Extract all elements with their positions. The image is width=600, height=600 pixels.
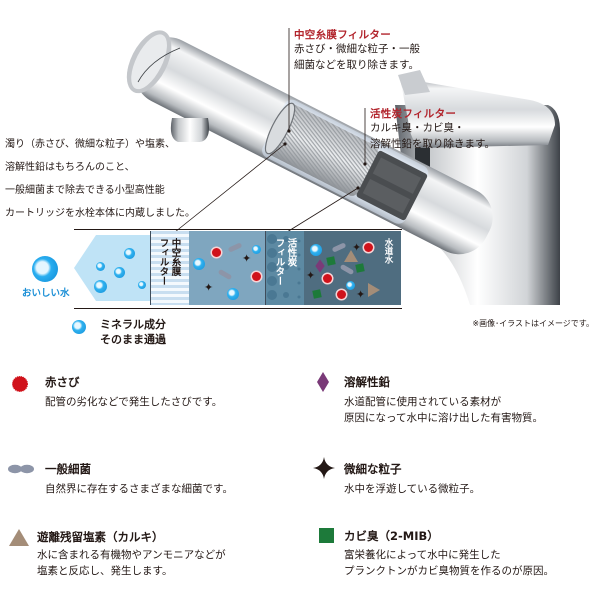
black-star-icon (313, 457, 335, 479)
activated-carbon-filter-title: 活性炭フィルター (370, 108, 457, 120)
activated-carbon-filter-description: カルキ臭・カビ臭・ 溶解性鉛を取り除きます。 (370, 120, 495, 152)
fine-particle-icon: ✦ (306, 269, 316, 282)
description-line: カルキ臭・カビ臭・ (370, 122, 465, 134)
mineral-bubble-icon (124, 248, 135, 259)
intro-line: 一般細菌まで除去できる小型高性能 (5, 185, 165, 196)
legend-description-line: 富栄養化によって水中に発生した (344, 549, 501, 561)
label-column: 活性炭 (285, 238, 297, 267)
mineral-bubble-icon (227, 288, 239, 300)
legend-description: 水道配管に使用されている素材が 原因になって水中に溶け出した有害物質。 (344, 394, 543, 426)
legend-description-line: 水中を浮遊している微粒子。 (344, 483, 481, 495)
mold-odor-square-icon (312, 289, 322, 299)
red-spiky-dot-icon (12, 376, 28, 392)
rust-particle-icon (212, 248, 221, 257)
legend-title: 赤さび (45, 375, 80, 389)
intro-line: 濁り（赤さび、微細な粒子）や塩素、 (5, 139, 175, 150)
tasty-water-drop-icon (32, 256, 58, 282)
mineral-bubble-icon (114, 267, 125, 278)
tap-water-label: 水道水 (383, 238, 393, 264)
legend-description-line: 塩素と反応し、発生します。 (37, 565, 173, 577)
mineral-bubble-icon (72, 320, 86, 334)
label-column: フィルター (157, 238, 169, 286)
image-disclaimer-note: ※画像･イラストはイメージです。 (472, 319, 594, 328)
fine-particle-icon: ✦ (204, 281, 214, 294)
legend-description: 富栄養化によって水中に発生した プランクトンがカビ臭物質を作るのが原因。 (344, 547, 554, 579)
legend-description: 自然界に存在するさまざまな細菌です。 (45, 481, 233, 497)
hollow-fiber-filter-title: 中空糸膜フィルター (294, 29, 391, 41)
legend-title: 一般細菌 (45, 462, 91, 476)
tan-triangle-icon (9, 529, 29, 546)
rust-particle-icon (323, 274, 332, 283)
legend-title: 溶解性鉛 (344, 375, 390, 389)
legend-title: 遊離残留塩素（カルキ） (37, 530, 164, 544)
mineral-label-line: ミネラル成分 (100, 318, 166, 331)
fine-particle-icon: ✦ (352, 241, 362, 254)
mineral-bubble-icon (96, 262, 105, 271)
chlorine-triangle-icon (368, 283, 380, 297)
gray-capsule-icon (8, 464, 34, 474)
mineral-label-line: そのまま通過 (100, 333, 166, 346)
mineral-bubble-icon (94, 280, 107, 293)
chlorine-triangle-icon (344, 250, 358, 262)
tasty-water-label: おいしい水 (22, 288, 70, 299)
legend-description-line: プランクトンがカビ臭物質を作るのが原因。 (344, 565, 554, 577)
intro-paragraph: 濁り（赤さび、微細な粒子）や塩素、 溶解性鉛はもちろんのこと、 一般細菌まで除去… (5, 133, 195, 225)
legend-description: 配管の劣化などで発生したさびです。 (45, 394, 222, 410)
faucet-illustration (126, 28, 560, 305)
intro-line: 溶解性鉛はもちろんのこと、 (5, 162, 135, 173)
green-square-icon (319, 528, 334, 543)
rust-particle-icon (364, 243, 373, 252)
legend-description-line: 自然界に存在するさまざまな細菌です。 (45, 483, 233, 495)
legend-description-line: 水に含まれる有機物やアンモニアなどが (37, 549, 226, 561)
fine-particle-icon: ✦ (356, 288, 366, 301)
legend-description-line: 水道配管に使用されている素材が (344, 396, 502, 408)
mineral-bubble-icon (252, 245, 261, 254)
purple-diamond-icon (317, 372, 329, 392)
hollow-fiber-filter-stage (150, 231, 190, 305)
description-line: 細菌などを取り除きます。 (294, 59, 419, 71)
legend-title: 微細な粒子 (344, 462, 402, 476)
label-column: 中空糸膜 (169, 238, 181, 276)
legend-description: 水に含まれる有機物やアンモニアなどが 塩素と反応し、発生します。 (37, 547, 226, 579)
legend-description-line: 原因になって水中に溶け出した有害物質。 (344, 412, 543, 424)
legend-description-line: 配管の劣化などで発生したさびです。 (45, 396, 223, 408)
mineral-bubble-icon (346, 281, 355, 290)
label-column: フィルター (273, 238, 285, 286)
activated-carbon-filter-stage (265, 231, 305, 305)
mineral-bubble-icon (310, 244, 322, 256)
activated-carbon-filter-label: フィルター 活性炭 (266, 238, 304, 286)
mineral-bubble-icon (138, 281, 146, 289)
mineral-pass-through-label: ミネラル成分 そのまま通過 (100, 317, 166, 347)
rust-particle-icon (252, 272, 261, 281)
hollow-fiber-filter-label: フィルター 中空糸膜 (150, 238, 188, 286)
hollow-fiber-filter-description: 赤さび・微細な粒子・一般 細菌などを取り除きます。 (294, 41, 420, 73)
mold-odor-square-icon (355, 263, 365, 273)
carbon-granules (267, 234, 301, 300)
fine-particle-icon: ✦ (242, 252, 252, 265)
clean-water-arrow (74, 235, 152, 301)
mold-odor-square-icon (326, 256, 336, 266)
intro-line: カートリッジを水栓本体に内蔵しました。 (5, 208, 195, 219)
filtration-flow-diagram (74, 229, 402, 309)
mineral-bubble-icon (193, 258, 205, 270)
legend-title: カビ臭（2-MIB） (344, 529, 439, 543)
description-line: 溶解性鉛を取り除きます。 (370, 138, 495, 150)
rust-particle-icon (337, 290, 346, 299)
description-line: 赤さび・微細な粒子・一般 (294, 43, 420, 55)
legend-description: 水中を浮遊している微粒子。 (344, 481, 480, 497)
